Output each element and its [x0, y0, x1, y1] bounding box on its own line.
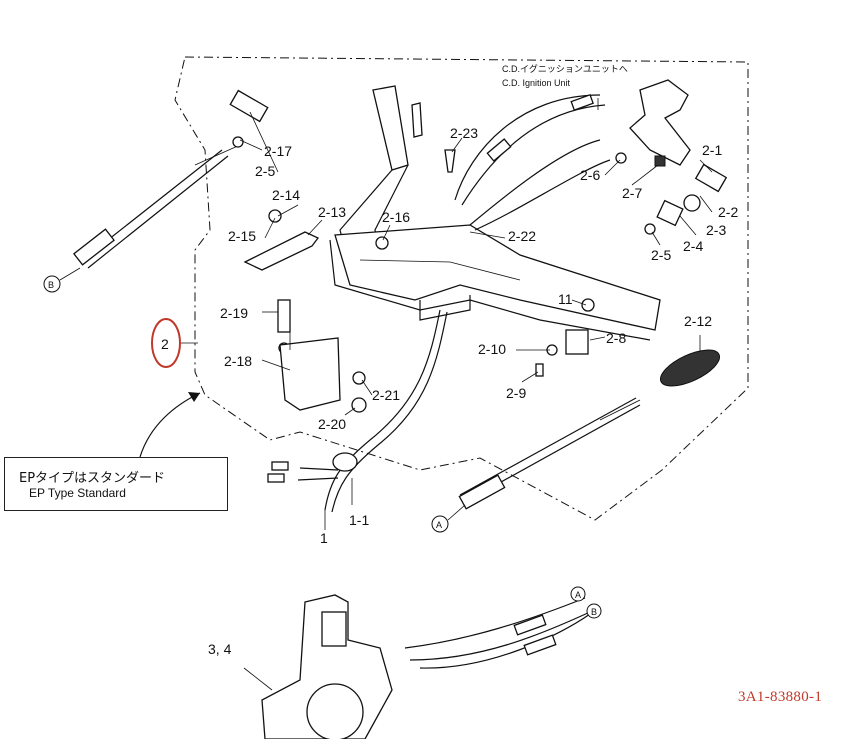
callout-arrow: [139, 392, 201, 458]
left-fittings: [229, 89, 456, 271]
ignition-note-en: C.D. Ignition Unit: [502, 78, 571, 88]
label-2-8: 2-8: [606, 330, 626, 346]
ep-type-callout: EPタイプはスタンダード EP Type Standard: [4, 457, 228, 511]
label-2-22: 2-22: [508, 228, 536, 244]
marker-b-lower: B: [586, 603, 602, 619]
ignition-note-jp: C.D.イグニッションユニットへ: [502, 63, 628, 74]
label-2: 2: [161, 336, 169, 352]
throttle-cable-a: [458, 397, 641, 510]
label-2-12: 2-12: [684, 313, 712, 329]
ignition-bracket: [629, 79, 691, 166]
wire-cable-1: [267, 309, 448, 513]
mount-hardware: [277, 299, 367, 413]
label-2-4: 2-4: [683, 238, 703, 254]
label-1: 1: [320, 530, 328, 546]
callout-text-en: EP Type Standard: [29, 486, 126, 500]
label-2-5b: 2-5: [651, 247, 671, 263]
callout-arrowhead: [188, 392, 200, 402]
label-2-13: 2-13: [318, 204, 346, 220]
label-2-21: 2-21: [372, 387, 400, 403]
highlight-circle: [151, 318, 181, 368]
label-2-5a: 2-5: [255, 163, 275, 179]
label-2-7: 2-7: [622, 185, 642, 201]
label-2-2: 2-2: [718, 204, 738, 220]
marker-a-lower: A: [570, 586, 586, 602]
cover-2-12: [659, 335, 721, 387]
marker-a-upper: A: [431, 504, 466, 533]
switch-assembly: [615, 152, 728, 235]
label-1-1: 1-1: [349, 512, 369, 528]
label-2-15: 2-15: [228, 228, 256, 244]
part-labels: 2-23 2-17 2-5 2-14 2-13 2-15 2-16 2-22 2…: [161, 125, 738, 657]
label-2-20: 2-20: [318, 416, 346, 432]
label-2-1: 2-1: [702, 142, 722, 158]
label-2-16: 2-16: [382, 209, 410, 225]
label-2-18: 2-18: [224, 353, 252, 369]
label-2-14: 2-14: [272, 187, 300, 203]
callout-text-jp: EPタイプはスタンダード: [19, 471, 166, 486]
reference-code: 3A1-83880-1: [738, 689, 823, 705]
lever-parts: [535, 298, 595, 377]
label-2-9: 2-9: [506, 385, 526, 401]
shift-cable-b: [73, 144, 241, 269]
label-2-3: 2-3: [706, 222, 726, 238]
label-3-4: 3, 4: [208, 641, 232, 657]
svg-text:B: B: [591, 607, 597, 617]
marker-b-upper: B: [43, 267, 81, 293]
leader-lines: [180, 98, 713, 691]
remote-control-box: [261, 594, 591, 739]
assembly-boundary: [174, 56, 749, 521]
control-bracket: [329, 224, 661, 341]
label-2-6: 2-6: [580, 167, 600, 183]
label-2-10: 2-10: [478, 341, 506, 357]
svg-text:A: A: [575, 590, 581, 600]
label-2-17: 2-17: [264, 143, 292, 159]
label-2-23: 2-23: [450, 125, 478, 141]
label-2-19: 2-19: [220, 305, 248, 321]
svg-text:A: A: [436, 520, 442, 530]
label-11: 11: [558, 291, 573, 307]
svg-text:B: B: [48, 280, 54, 290]
wiring-harness: [454, 93, 611, 231]
